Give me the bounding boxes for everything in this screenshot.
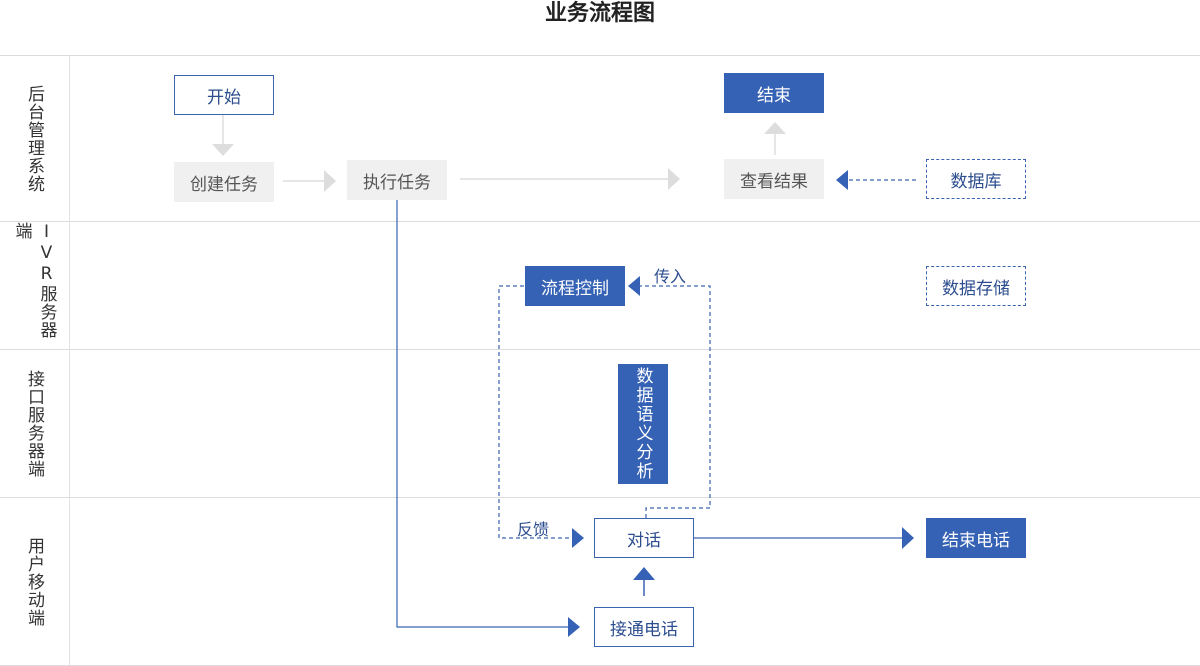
node-create-task: 创建任务 bbox=[174, 162, 274, 202]
arrow-flowcontrol-to-dialogue bbox=[498, 285, 572, 539]
arrowhead-dialogue-to-endcall bbox=[902, 527, 914, 549]
node-view-result: 查看结果 bbox=[724, 159, 824, 199]
arrowhead-view-to-end bbox=[764, 122, 786, 134]
node-data-storage: 数据存储 bbox=[926, 266, 1026, 306]
node-semantic-analysis: 数据语义分析 bbox=[618, 364, 668, 484]
node-connect-call: 接通电话 bbox=[594, 607, 694, 647]
arrowhead-flowcontrol-to-dialogue bbox=[572, 528, 584, 548]
arrowhead-database-to-view bbox=[836, 170, 848, 190]
arrowhead-create-to-execute bbox=[324, 170, 336, 192]
arrowhead-execute-to-connect bbox=[568, 617, 580, 637]
lane-label-interface: 接口服务器端 bbox=[0, 350, 70, 498]
edge-label-feedback: 反馈 bbox=[517, 520, 550, 539]
arrowhead-execute-to-right bbox=[668, 168, 680, 190]
arrowhead-connect-to-dialogue bbox=[633, 567, 655, 580]
lane-label-backend: 后台管理系统 bbox=[0, 56, 70, 222]
lane-interface: 接口服务器端 bbox=[0, 349, 1200, 498]
node-flow-control: 流程控制 bbox=[525, 266, 625, 306]
node-end: 结束 bbox=[724, 73, 824, 113]
node-execute-task: 执行任务 bbox=[347, 160, 447, 200]
arrow-dialogue-to-flowcontrol bbox=[640, 285, 711, 518]
node-dialogue: 对话 bbox=[594, 518, 694, 558]
node-start: 开始 bbox=[174, 75, 274, 115]
arrow-execute-to-connect bbox=[396, 200, 568, 628]
node-database: 数据库 bbox=[926, 159, 1026, 199]
node-semantic-analysis-label: 数据语义分析 bbox=[632, 367, 653, 481]
lane-ivr: IVR服务器端 bbox=[0, 221, 1200, 350]
lane-label-ivr: IVR服务器端 bbox=[0, 222, 70, 350]
lane-backend: 后台管理系统 bbox=[0, 55, 1200, 222]
arrowhead-dialogue-to-flowcontrol bbox=[628, 276, 640, 296]
edge-label-pass-in: 传入 bbox=[654, 267, 687, 286]
arrowhead-start-to-create bbox=[212, 144, 234, 156]
node-end-call: 结束电话 bbox=[926, 518, 1026, 558]
diagram-title: 业务流程图 bbox=[544, 1, 655, 26]
lane-label-mobile: 用户移动端 bbox=[0, 498, 70, 665]
